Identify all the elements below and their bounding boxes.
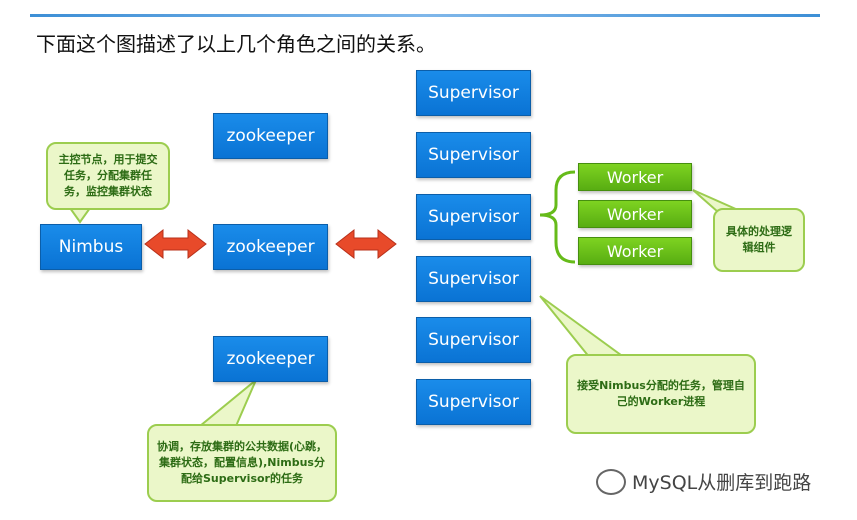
nimbus-callout: 主控节点，用于提交任务，分配集群任务，监控集群状态 bbox=[46, 142, 170, 210]
zookeeper-node: zookeeper bbox=[213, 224, 328, 270]
wechat-icon bbox=[596, 468, 626, 495]
supervisor-node: Supervisor bbox=[416, 317, 531, 363]
double-arrow-nimbus-zookeeper bbox=[144, 228, 207, 260]
header-rule bbox=[30, 14, 820, 17]
zookeeper-node: zookeeper bbox=[213, 113, 328, 159]
supervisor-callout-tail bbox=[539, 295, 629, 359]
supervisor-node: Supervisor bbox=[416, 70, 531, 116]
supervisor-node: Supervisor bbox=[416, 379, 531, 425]
worker-node: Worker bbox=[578, 237, 692, 265]
nimbus-node: Nimbus bbox=[40, 224, 142, 270]
worker-node: Worker bbox=[578, 163, 692, 191]
zookeeper-callout-tail bbox=[197, 379, 257, 427]
supervisor-node: Supervisor bbox=[416, 132, 531, 178]
worker-node: Worker bbox=[578, 200, 692, 228]
double-arrow-zookeeper-supervisor bbox=[335, 228, 397, 260]
worker-bracket bbox=[539, 170, 576, 264]
zookeeper-callout: 协调，存放集群的公共数据(心跳，集群状态，配置信息),Nimbus分配给Supe… bbox=[147, 424, 337, 502]
zookeeper-node: zookeeper bbox=[213, 336, 328, 382]
page-title: 下面这个图描述了以上几个角色之间的关系。 bbox=[36, 32, 436, 56]
supervisor-node: Supervisor bbox=[416, 194, 531, 240]
nimbus-callout-tail bbox=[68, 207, 92, 224]
watermark-text: MySQL从删库到跑路 bbox=[632, 472, 812, 494]
watermark: MySQL从删库到跑路 bbox=[596, 468, 811, 495]
supervisor-node: Supervisor bbox=[416, 256, 531, 302]
supervisor-callout: 接受Nimbus分配的任务，管理自己的Worker进程 bbox=[566, 354, 756, 434]
worker-callout: 具体的处理逻辑组件 bbox=[713, 208, 805, 272]
